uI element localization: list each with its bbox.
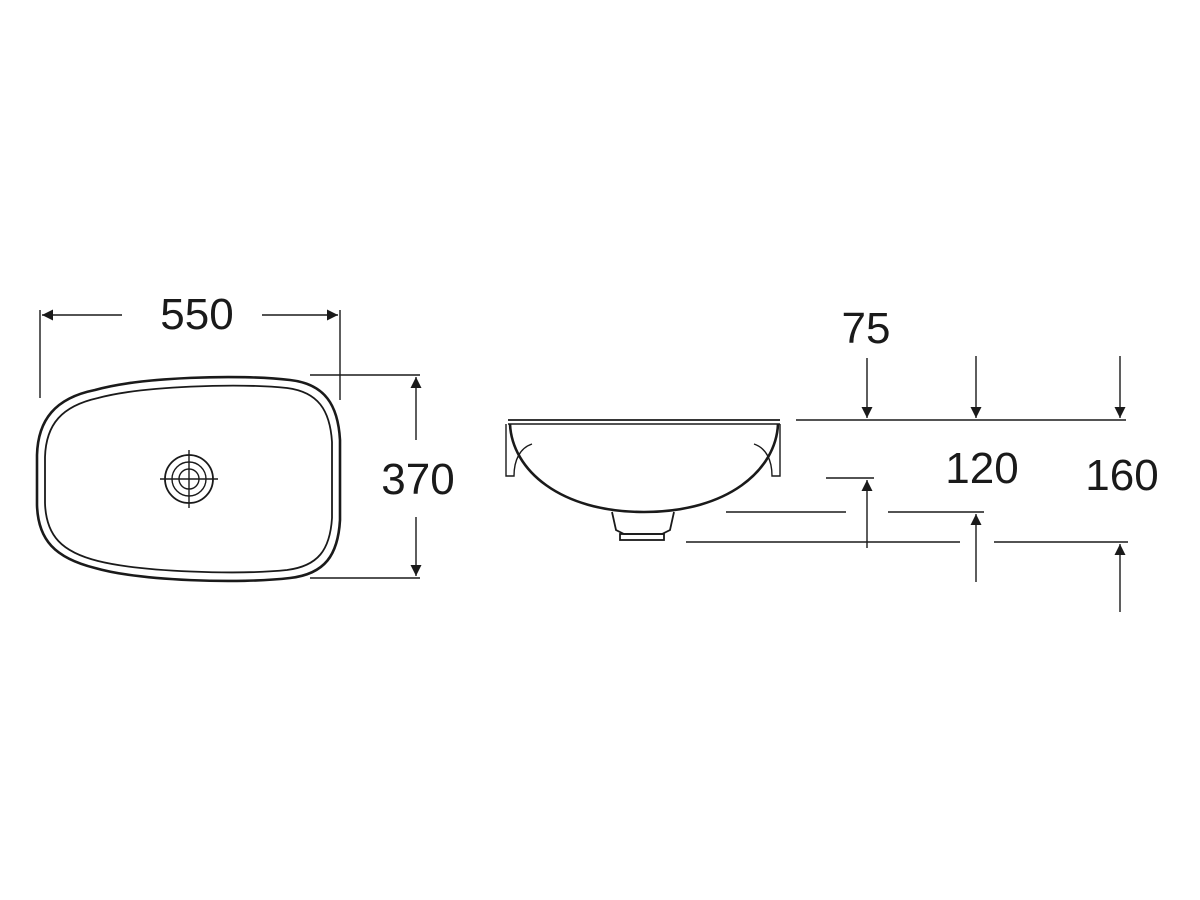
waste-outlet	[611, 511, 675, 541]
basin-bowl-profile	[508, 423, 780, 514]
overall-height-dimension: 160	[1085, 356, 1159, 612]
side-view: 75 120 160	[505, 304, 1159, 612]
bowl-height-dimension: 120	[945, 356, 1019, 582]
depth-label: 370	[381, 455, 454, 504]
basin-left-return	[505, 424, 533, 477]
drain-waste-icon	[160, 450, 218, 508]
bowl-height-label: 120	[945, 444, 1018, 493]
plan-view: 550 370	[35, 290, 455, 583]
basin-right-return	[753, 424, 781, 477]
depth-dimension: 370	[310, 374, 455, 579]
basin-inner-outline	[44, 384, 333, 574]
width-label: 550	[160, 290, 233, 339]
rim-thickness-label: 75	[842, 304, 891, 353]
basin-rim	[508, 419, 780, 425]
rim-thickness-dimension: 75	[842, 304, 891, 548]
basin-outer-outline	[35, 375, 342, 583]
width-dimension: 550	[39, 290, 341, 400]
overall-height-label: 160	[1085, 451, 1158, 500]
